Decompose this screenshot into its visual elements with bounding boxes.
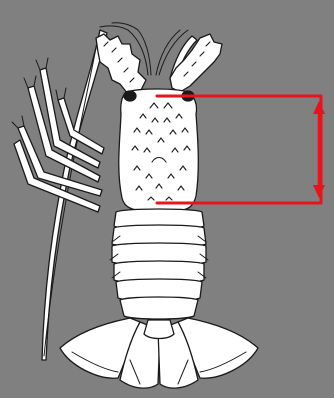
spiny-lobster-icon: [12, 23, 258, 388]
abdomen: [110, 209, 208, 319]
carapace: [119, 89, 199, 210]
bottom-strip: [0, 398, 334, 409]
tail-fan: [60, 318, 258, 388]
double-arrow-icon: [313, 101, 325, 198]
